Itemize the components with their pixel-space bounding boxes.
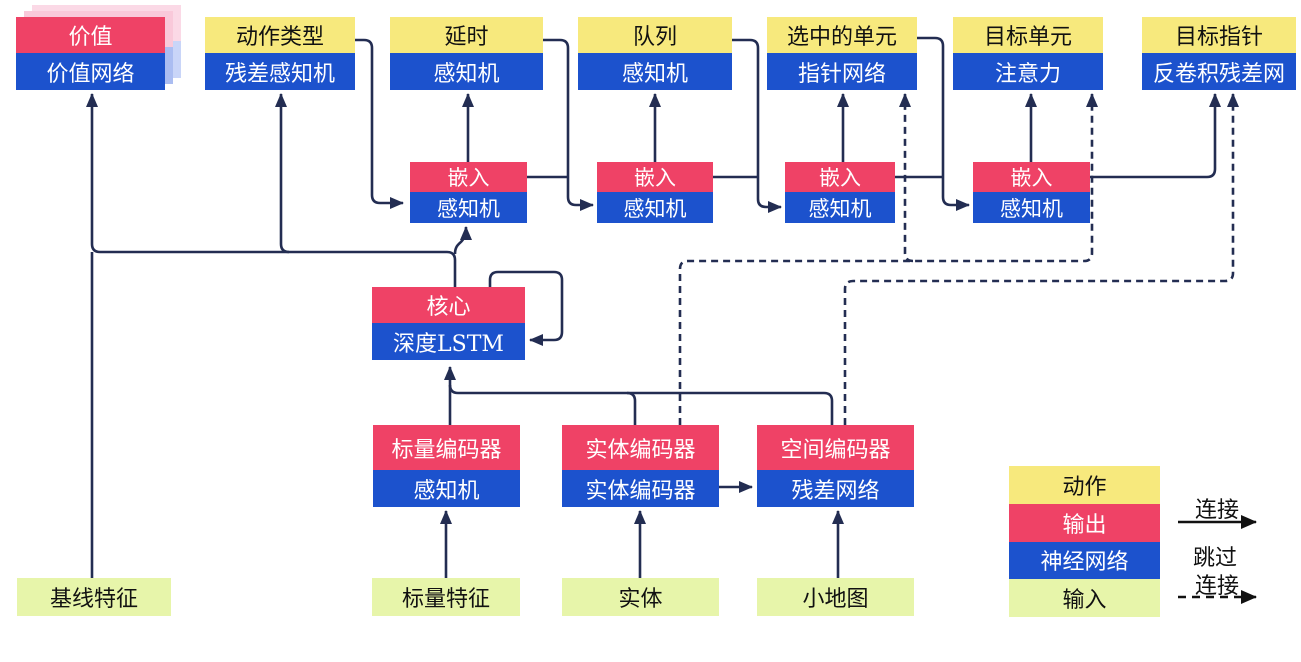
edge-action-type-to-embedding-1 bbox=[355, 38, 404, 209]
node-scalar-encoder-bottom: 感知机 bbox=[373, 470, 520, 507]
node-action-type-top: 动作类型 bbox=[205, 17, 355, 53]
node-delay-bottom: 感知机 bbox=[390, 53, 543, 90]
legend-solid-arrow-label: 连接 bbox=[1194, 498, 1239, 523]
node-embedding-1-top: 嵌入 bbox=[410, 162, 527, 192]
edge-queue-to-embedding-3 bbox=[732, 38, 782, 213]
node-entity-encoder-bottom: 实体编码器 bbox=[562, 470, 719, 507]
legend-row-input: 输入 bbox=[1009, 579, 1160, 617]
skip-entity-to-selected-units bbox=[899, 93, 914, 263]
node-action-type-bottom: 残差感知机 bbox=[205, 53, 355, 90]
input-baseline-features: 基线特征 bbox=[17, 578, 171, 616]
node-scalar-encoder-top: 标量编码器 bbox=[373, 425, 520, 470]
edge-embedding-4-to-target-point bbox=[1090, 93, 1221, 179]
node-embedding-4-top: 嵌入 bbox=[973, 162, 1090, 192]
node-target-point-top: 目标指针 bbox=[1142, 17, 1296, 53]
legend-skip-label-line2: 连接 bbox=[1194, 574, 1239, 599]
input-scalar-features: 标量特征 bbox=[372, 578, 520, 616]
edge-selected-units-to-embedding-4 bbox=[917, 36, 970, 211]
skip-spatial-to-target-point bbox=[843, 93, 1239, 425]
node-value-bottom: 价值网络 bbox=[16, 53, 165, 90]
node-scalar-encoder: 标量编码器 感知机 bbox=[373, 425, 520, 507]
node-embedding-4: 嵌入 感知机 bbox=[973, 162, 1090, 223]
node-spatial-encoder: 空间编码器 残差网络 bbox=[757, 425, 914, 507]
node-target-point: 目标指针 反卷积残差网 bbox=[1142, 17, 1296, 90]
legend-box: 动作 输出 神经网络 输入 bbox=[1009, 466, 1160, 617]
node-embedding-4-bottom: 感知机 bbox=[973, 192, 1090, 223]
node-selected-units: 选中的单元 指针网络 bbox=[767, 17, 917, 90]
edge-delay-to-embedding-2 bbox=[543, 38, 594, 211]
node-selected-units-bottom: 指针网络 bbox=[767, 53, 917, 90]
node-target-unit: 目标单元 注意力 bbox=[953, 17, 1103, 90]
legend-row-output: 输出 bbox=[1009, 503, 1160, 542]
node-spatial-encoder-top: 空间编码器 bbox=[757, 425, 914, 470]
node-core-top: 核心 bbox=[372, 287, 525, 323]
input-minimap: 小地图 bbox=[757, 578, 914, 616]
legend-row-action: 动作 bbox=[1009, 466, 1160, 504]
node-embedding-3: 嵌入 感知机 bbox=[785, 162, 895, 223]
edge-core-to-action-type bbox=[275, 93, 290, 254]
skip-entity-to-target-unit bbox=[678, 93, 1098, 425]
node-entity-encoder: 实体编码器 实体编码器 bbox=[562, 425, 719, 507]
edge-entity-encoder-collector bbox=[626, 391, 637, 425]
edge-spatial-encoder-collector bbox=[448, 384, 834, 425]
input-entities: 实体 bbox=[562, 578, 719, 616]
node-queue: 队列 感知机 bbox=[578, 17, 732, 90]
node-value: 价值 价值网络 bbox=[16, 17, 165, 90]
edge-core-to-value bbox=[86, 93, 457, 287]
node-core-bottom: 深度LSTM bbox=[372, 323, 525, 360]
node-target-unit-top: 目标单元 bbox=[953, 17, 1103, 53]
node-target-unit-bottom: 注意力 bbox=[953, 53, 1103, 90]
node-delay: 延时 感知机 bbox=[390, 17, 543, 90]
node-entity-encoder-top: 实体编码器 bbox=[562, 425, 719, 470]
edge-core-self-loop bbox=[488, 270, 564, 346]
node-action-type: 动作类型 残差感知机 bbox=[205, 17, 355, 90]
legend-row-network: 神经网络 bbox=[1009, 541, 1160, 580]
legend-skip-label-line1: 跳过 bbox=[1192, 546, 1237, 571]
node-embedding-1: 嵌入 感知机 bbox=[410, 162, 527, 223]
edge-core-to-embedding-1 bbox=[453, 226, 472, 255]
node-embedding-2-top: 嵌入 bbox=[597, 162, 713, 192]
node-embedding-3-bottom: 感知机 bbox=[785, 192, 895, 223]
node-spatial-encoder-bottom: 残差网络 bbox=[757, 470, 914, 507]
node-delay-top: 延时 bbox=[390, 17, 543, 53]
node-value-top: 价值 bbox=[16, 17, 165, 53]
node-queue-top: 队列 bbox=[578, 17, 732, 53]
node-embedding-1-bottom: 感知机 bbox=[410, 192, 527, 223]
node-queue-bottom: 感知机 bbox=[578, 53, 732, 90]
node-embedding-3-top: 嵌入 bbox=[785, 162, 895, 192]
node-target-point-bottom: 反卷积残差网 bbox=[1142, 53, 1296, 90]
node-selected-units-top: 选中的单元 bbox=[767, 17, 917, 53]
node-embedding-2-bottom: 感知机 bbox=[597, 192, 713, 223]
node-core: 核心 深度LSTM bbox=[372, 287, 525, 360]
node-embedding-2: 嵌入 感知机 bbox=[597, 162, 713, 223]
